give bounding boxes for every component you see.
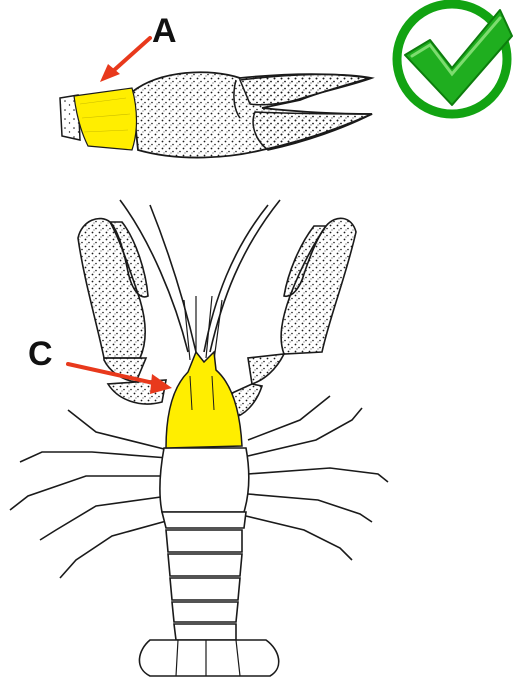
highlight-segment-a <box>74 88 137 150</box>
callout-label-a: A <box>152 14 177 48</box>
highlight-segment-c <box>166 352 242 448</box>
callout-label-c: C <box>28 337 53 371</box>
arrow-a <box>100 38 150 82</box>
checkmark-icon <box>397 4 512 114</box>
